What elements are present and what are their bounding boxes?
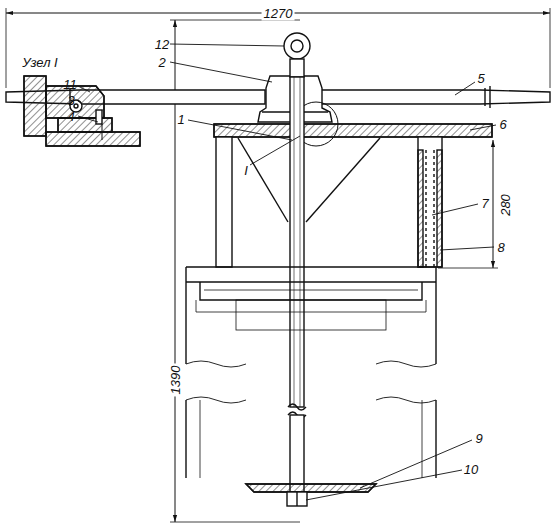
dimension: 1270: [262, 6, 295, 21]
callout-number: 10: [462, 462, 480, 477]
dimension: 1390: [168, 364, 183, 397]
detail-mark: I: [242, 163, 250, 178]
callout-number: 8: [495, 240, 506, 255]
callout-number: 1: [175, 112, 186, 127]
callout-number: 6: [497, 117, 508, 132]
callout-number: 7: [479, 196, 490, 211]
callout-number: 9: [473, 431, 484, 446]
callout-number: 5: [475, 71, 486, 86]
callout-number: 12: [153, 37, 171, 52]
dimension: 280: [498, 192, 513, 218]
callout-number: 3: [65, 93, 76, 108]
detail-title: Узел I: [20, 55, 59, 70]
callout-number: 11: [61, 77, 79, 92]
callout-number: 2: [156, 55, 167, 70]
callout-number: 4: [65, 109, 76, 124]
